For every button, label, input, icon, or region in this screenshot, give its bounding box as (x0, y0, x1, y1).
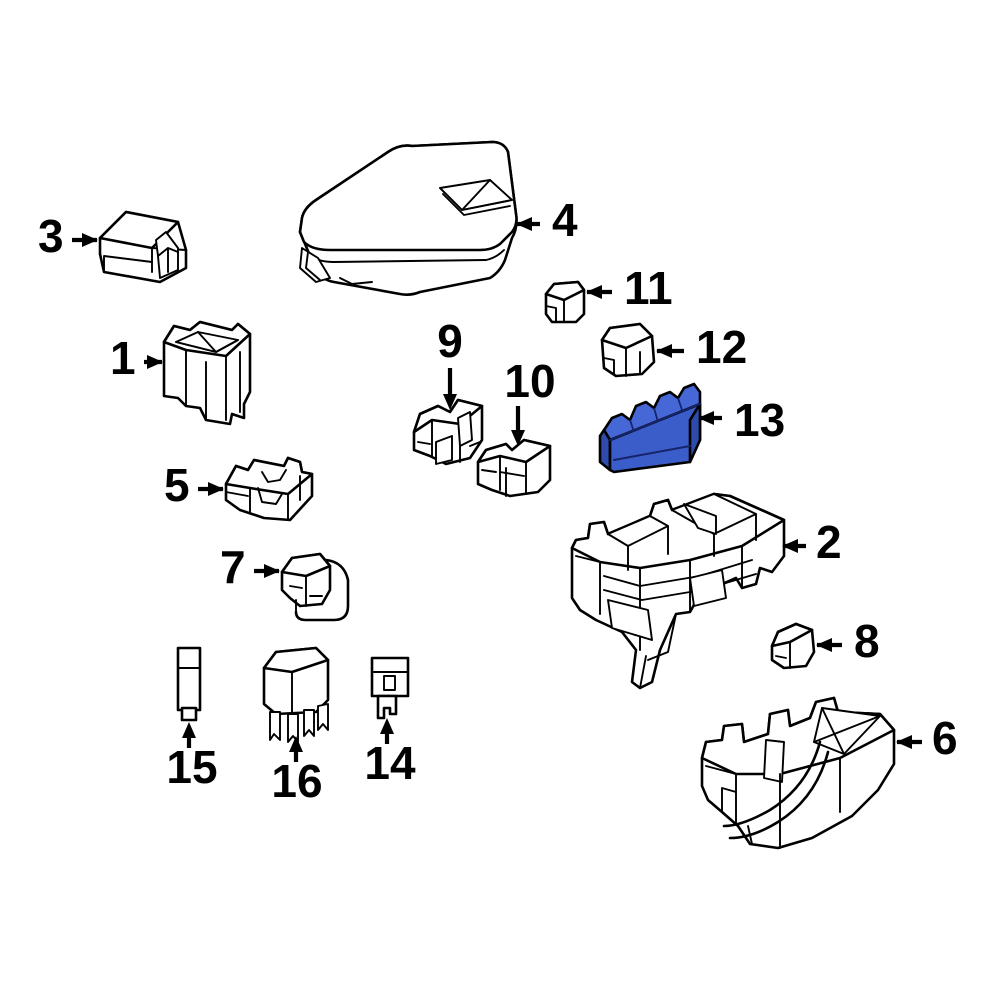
callout-label-2: 2 (816, 516, 842, 568)
callout-10: 10 (504, 355, 556, 446)
callout-6: 6 (896, 712, 958, 764)
callout-label-10: 10 (504, 355, 555, 407)
callout-label-13: 13 (734, 394, 785, 446)
part-10-connector-block (476, 438, 552, 498)
callout-label-5: 5 (164, 459, 190, 511)
part-13-relay-block-multi-blue (598, 382, 702, 474)
callout-label-15: 15 (166, 741, 217, 793)
callout-15: 15 (166, 722, 218, 793)
part-8-cap-small (770, 622, 816, 670)
callout-label-9: 9 (437, 315, 463, 367)
callout-14: 14 (364, 718, 416, 789)
callout-label-14: 14 (364, 737, 416, 789)
callout-8: 8 (816, 615, 880, 667)
callout-label-6: 6 (932, 712, 958, 764)
part-7-retainer-clip (280, 552, 350, 622)
callout-label-7: 7 (220, 541, 246, 593)
callout-12: 12 (656, 321, 747, 373)
callout-label-1: 1 (110, 332, 136, 384)
part-12-relay-small (600, 322, 656, 378)
part-4-fuse-box-lid-cover (298, 140, 518, 296)
callout-11: 11 (586, 262, 673, 314)
callout-label-4: 4 (552, 194, 578, 246)
part-6-fuse-box-housing-lower (700, 696, 896, 850)
callout-16: 16 (271, 736, 323, 807)
callout-1: 1 (110, 332, 163, 384)
callout-label-3: 3 (38, 210, 64, 262)
part-3-relay-cover-small (98, 210, 188, 284)
part-14-blade-fuse (370, 656, 410, 720)
part-9-connector-block (412, 398, 484, 466)
callout-label-8: 8 (854, 615, 880, 667)
callout-label-12: 12 (696, 321, 747, 373)
callout-4: 4 (516, 194, 578, 246)
part-11-relay-small (544, 280, 586, 324)
callout-5: 5 (164, 459, 224, 511)
callout-13: 13 (698, 394, 785, 446)
callout-label-16: 16 (271, 755, 322, 807)
callout-9: 9 (437, 315, 463, 410)
part-16-relay-four-pin (262, 646, 330, 743)
part-1-relay-socket-tall (162, 320, 252, 426)
part-2-fuse-box-housing-upper (570, 492, 786, 690)
callout-label-11: 11 (624, 262, 673, 314)
callout-7: 7 (220, 541, 280, 593)
callout-3: 3 (38, 210, 98, 262)
part-5-bracket-tray (224, 456, 314, 522)
part-15-cartridge-fuse (176, 646, 202, 722)
callout-2: 2 (782, 516, 842, 568)
